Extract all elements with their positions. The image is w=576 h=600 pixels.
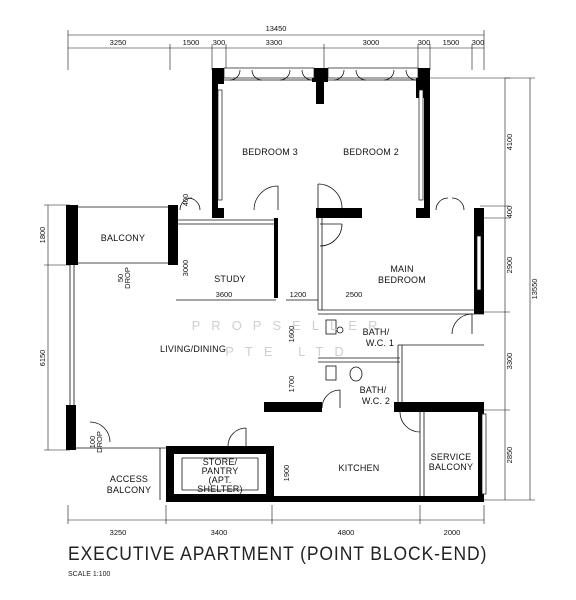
dim-bottom-3: 4800 <box>338 528 355 537</box>
dim-bottom-1: 3250 <box>110 528 127 537</box>
room-bath-2-line-1: BATH/ <box>360 385 387 395</box>
dim-inner-3000: 3000 <box>181 260 190 277</box>
dim-left-1: 1800 <box>38 227 47 244</box>
room-store-line-4: SHELTER) <box>197 484 242 494</box>
watermark-line-2: PTE LTD <box>225 344 355 359</box>
room-store-line-1: STORE/ <box>203 457 238 467</box>
dim-inner-1700: 1700 <box>287 376 296 393</box>
dim-inner-1200: 1200 <box>290 290 307 299</box>
dim-top-5: 3000 <box>363 38 380 47</box>
dim-top-7: 1500 <box>443 38 460 47</box>
dim-bottom-2: 3400 <box>211 528 228 537</box>
dim-bottom-4: 2000 <box>444 528 461 537</box>
room-bath-2-line-2: W.C. 2 <box>362 396 390 406</box>
room-service-balcony-line-1: SERVICE <box>431 452 472 462</box>
dim-top-8: 300 <box>472 38 485 47</box>
room-store-line-3: (APT. <box>208 475 231 485</box>
dim-top-2: 1500 <box>183 38 200 47</box>
plan-title: EXECUTIVE APARTMENT (POINT BLOCK-END) <box>68 544 488 565</box>
dim-top-4: 3300 <box>266 38 283 47</box>
room-store-line-2: PANTRY <box>202 466 239 476</box>
room-main-bedroom-line-1: MAIN <box>390 264 413 274</box>
dim-inner-drop-1: DROP <box>123 267 132 289</box>
dim-right-5: 2850 <box>505 447 514 464</box>
windows <box>217 89 487 495</box>
dim-inner-50: 50 <box>116 274 125 282</box>
room-main-bedroom-line-2: BEDROOM <box>378 275 426 285</box>
room-study: STUDY <box>214 274 246 284</box>
dim-inner-400: 400 <box>181 194 190 207</box>
dim-top-1: 3250 <box>110 38 127 47</box>
room-bath-1-line-1: BATH/ <box>363 327 390 337</box>
plan-scale: SCALE 1:100 <box>68 571 111 578</box>
room-kitchen: KITCHEN <box>339 463 380 473</box>
dim-inner-drop-2: DROP <box>95 431 104 453</box>
dim-inner-3600: 3600 <box>216 290 233 299</box>
dim-right-1: 4100 <box>505 134 514 151</box>
room-access-balcony-line-1: ACCESS <box>110 474 148 484</box>
room-bath-1-line-2: W.C. 1 <box>366 338 394 348</box>
room-living-dining: LIVING/DINING <box>160 344 226 354</box>
dimension-labels: 13450 3250 1500 300 3300 3000 300 1500 3… <box>38 24 539 537</box>
dim-inner-100: 100 <box>88 436 97 449</box>
dim-left-2: 6150 <box>38 350 47 367</box>
dim-top-6: 300 <box>418 38 431 47</box>
room-service-balcony-line-2: BALCONY <box>429 462 473 472</box>
room-balcony: BALCONY <box>101 233 145 243</box>
dim-overall-height: 13550 <box>530 279 539 300</box>
dim-inner-1900: 1900 <box>282 465 291 482</box>
doors <box>89 69 473 447</box>
room-bedroom-3: BEDROOM 3 <box>242 147 298 157</box>
dim-right-4: 3300 <box>505 353 514 370</box>
room-access-balcony-line-2: BALCONY <box>107 485 151 495</box>
watermark-line-1: PROPSELLER <box>192 318 389 333</box>
dim-top-3: 300 <box>213 38 226 47</box>
walls <box>66 67 484 502</box>
room-bedroom-2: BEDROOM 2 <box>343 147 399 157</box>
room-labels: BEDROOM 3 BEDROOM 2 BALCONY STUDY MAIN B… <box>101 147 473 495</box>
dimension-lines <box>44 30 535 524</box>
dim-overall-width: 13450 <box>266 24 287 33</box>
dim-right-3: 2900 <box>505 257 514 274</box>
bath-fixtures <box>325 319 363 382</box>
dim-inner-2500: 2500 <box>346 290 363 299</box>
dim-right-2: 400 <box>505 206 514 219</box>
dim-inner-1600: 1600 <box>287 326 296 343</box>
